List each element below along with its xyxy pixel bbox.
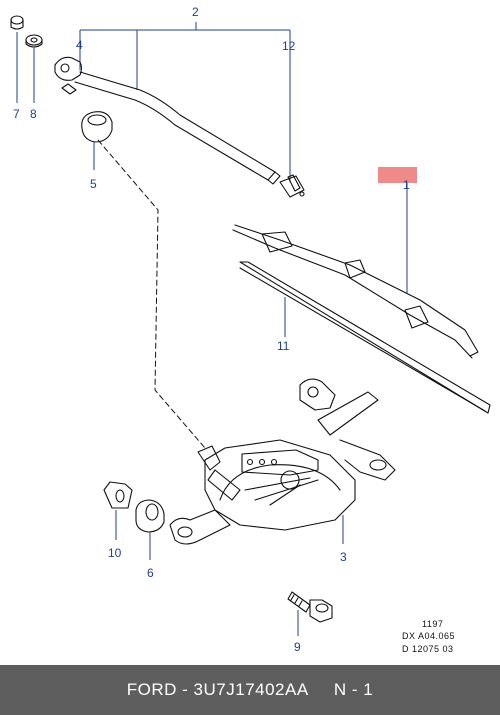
ref-line-2: DX A04.065 [402, 631, 455, 641]
footer-bar: FORD - 3U7J17402AA N - 1 [0, 665, 500, 715]
part-6-grommet [135, 499, 165, 560]
wiper-parts-diagram: 1 2 3 4 5 6 7 8 9 10 11 12 1197 DX A04.0… [10, 5, 491, 654]
callout-10: 10 [108, 546, 122, 560]
ref-line-1: 1197 [422, 619, 443, 629]
callout-2: 2 [192, 5, 199, 19]
part-9-bolt [287, 591, 333, 636]
callout-8: 8 [30, 107, 37, 121]
part-8-washer [25, 34, 43, 103]
footer-label: FORD - 3U7J17402AA N - 1 [126, 680, 374, 699]
part-12-clip [279, 174, 305, 198]
part-11-rubber-refill [239, 261, 491, 414]
callout-11: 11 [277, 339, 290, 353]
part-2-wiper-arm [54, 56, 281, 185]
callout-1: 1 [403, 178, 410, 192]
callout-9: 9 [294, 640, 301, 654]
callout-2-bracket [79, 22, 291, 182]
callout-6: 6 [147, 566, 154, 580]
ref-line-3: D 12075 03 [402, 644, 454, 654]
part-1-wiper-blade [232, 183, 479, 359]
assembly-line [97, 139, 206, 449]
callout-4: 4 [76, 38, 83, 52]
part-10-clip [103, 481, 133, 540]
callout-3: 3 [340, 550, 347, 564]
callout-7: 7 [13, 107, 20, 121]
part-5-grommet [81, 111, 113, 170]
part-3-wiper-motor [169, 378, 396, 545]
part-1-highlight [378, 167, 417, 183]
callout-12: 12 [282, 39, 296, 53]
part-7-nut [10, 15, 24, 103]
callout-5: 5 [90, 177, 97, 191]
